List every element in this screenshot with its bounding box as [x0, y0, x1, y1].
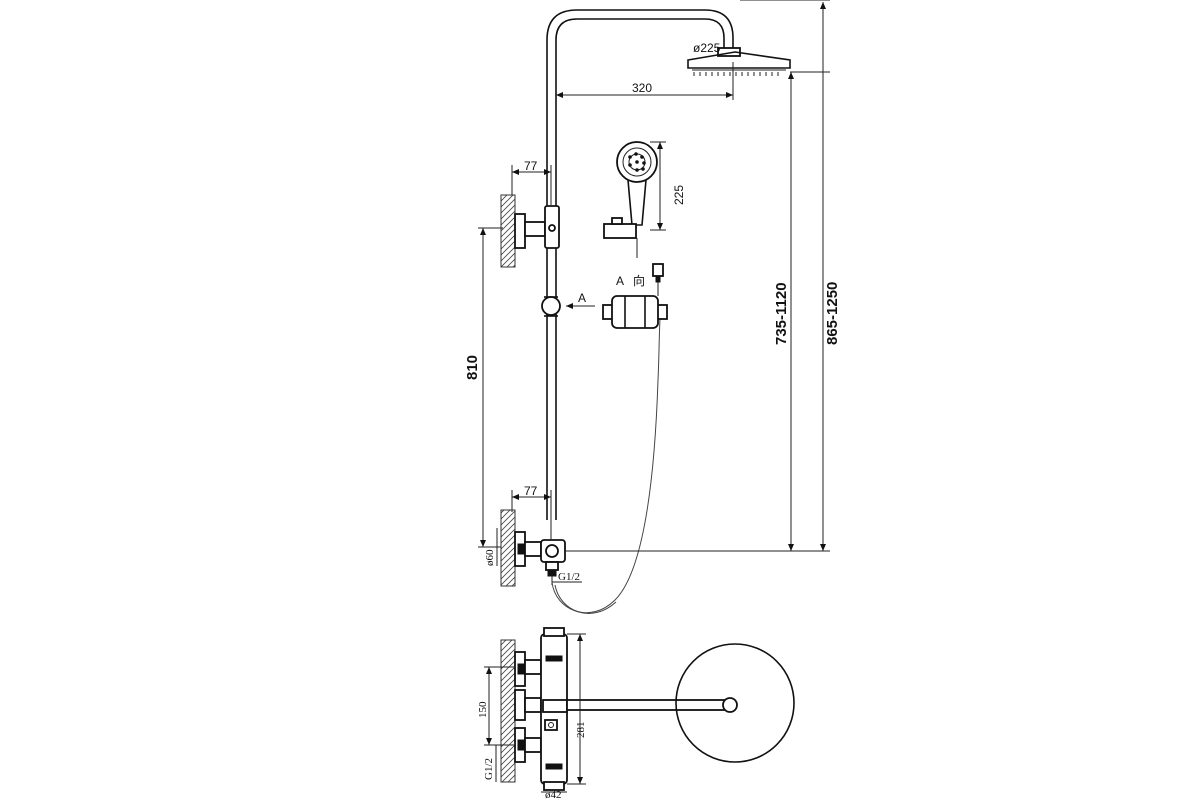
- upper-offset-label: 77: [524, 159, 538, 173]
- flange-diameter-label: ø60: [484, 549, 496, 566]
- hand-shower: [616, 141, 658, 226]
- head-diameter-label: ø225: [693, 41, 721, 55]
- top-view-head-outline: [675, 643, 795, 763]
- lower-wall-bracket: [500, 509, 566, 587]
- lower-eccentric-fitting: [514, 727, 542, 763]
- total-height-range-label: 865-1250: [824, 282, 841, 345]
- top-view: 150 G1/2 281 ø42: [477, 627, 795, 800]
- slider-knob: [541, 296, 561, 317]
- slider-clamp-detail: [602, 263, 668, 329]
- inlet-thread-bottom-label: G1/2: [483, 758, 495, 780]
- riser-pipe-inner: [555, 18, 725, 520]
- inlet-spacing-label: 150: [477, 701, 489, 718]
- head-height-range-label: 735-1120: [773, 282, 790, 345]
- thermostatic-mixer-body: [540, 627, 568, 791]
- front-view: ø225 320 77 A 810: [464, 0, 841, 614]
- mixer-length-label: 281: [575, 722, 587, 739]
- middle-fitting: [514, 689, 542, 721]
- overhead-shower-head: [687, 47, 791, 76]
- hand-shower-detail: 225 A 向: [602, 141, 686, 329]
- hand-shower-length-label: 225: [672, 185, 686, 205]
- riser-pipe-outer: [546, 9, 734, 520]
- view-a-char: 向: [633, 273, 645, 288]
- mixer-diameter-label: ø42: [545, 789, 562, 800]
- detail-marker-label: A: [578, 291, 586, 305]
- upper-wall-bracket: [500, 194, 560, 268]
- top-view-arm: [566, 699, 734, 711]
- bracket-spacing-label: 810: [464, 355, 481, 380]
- lower-offset-label: 77: [524, 484, 538, 498]
- upper-eccentric-fitting: [514, 651, 542, 687]
- view-a-letter: A: [616, 274, 624, 288]
- arm-length-label: 320: [632, 81, 652, 95]
- wall-section: [500, 639, 516, 783]
- hand-shower-holder: [603, 223, 637, 239]
- shower-hose: [551, 317, 661, 614]
- inlet-thread-label: G1/2: [558, 571, 580, 583]
